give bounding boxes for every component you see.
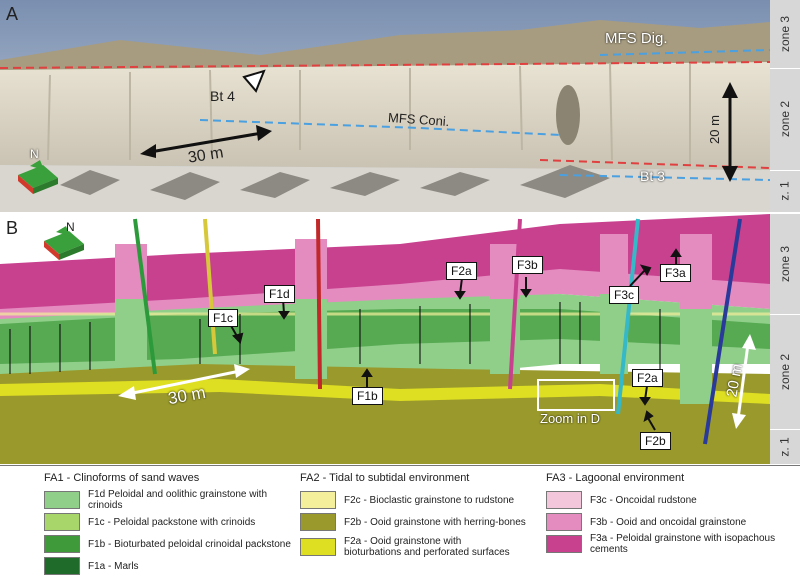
bt4-label: Bt 4 [210, 88, 235, 104]
north-arrow-icon-b [44, 226, 84, 260]
swatch-f2a [300, 538, 336, 556]
north-label: N [30, 147, 39, 161]
scale-arrow-vertical [722, 82, 738, 182]
panel-b-letter: B [6, 218, 19, 238]
facies-label-f3b: F3b [512, 256, 543, 274]
swatch-f1d [44, 491, 80, 509]
legend-item-f1a: F1a - Marls [44, 556, 294, 576]
facies-model [0, 214, 770, 464]
swatch-f2c [300, 491, 336, 509]
zone-bar-b: zone 3 zone 2 z. 1 [770, 214, 800, 465]
facies-label-f2a-top: F2a [446, 262, 477, 280]
swatch-f2b [300, 513, 336, 531]
swatch-f1b [44, 535, 80, 553]
scale-arrow-horizontal-b [118, 364, 250, 400]
zone-1: z. 1 [770, 170, 800, 213]
zone-bar-a: zone 3 zone 2 z. 1 [770, 0, 800, 213]
legend-item-f2c: F2c - Bioclastic grainstone to rudstone [300, 490, 530, 510]
legend-item-f2b: F2b - Ooid grainstone with herring-bones [300, 512, 530, 532]
facies-label-f3c: F3c [609, 286, 640, 304]
legend-fa1: FA1 - Clinoforms of sand waves F1d Peloi… [44, 472, 294, 578]
panel-a-photo: A MFS Dig. MFS Coni. Bt 4 Bt 3 30 m 20 m… [0, 0, 800, 213]
legend-fa1-title: FA1 - Clinoforms of sand waves [44, 472, 200, 484]
scale-arrow-vertical-b [732, 334, 756, 429]
legend-item-f3c: F3c - Oncoidal rudstone [546, 490, 796, 510]
facies-legend: FA1 - Clinoforms of sand waves F1d Peloi… [0, 465, 800, 584]
swatch-f3c [546, 491, 582, 509]
legend-item-f1d: F1d Peloidal and oolithic grainstone wit… [44, 489, 294, 511]
scale-arrow-horizontal [140, 125, 272, 158]
north-arrow-icon [18, 160, 58, 194]
swatch-f3a [546, 535, 582, 553]
swatch-f1c [44, 513, 80, 531]
north-label-b: N [66, 220, 75, 234]
facies-label-f1d: F1d [264, 285, 295, 303]
swatch-f3b [546, 513, 582, 531]
bt4-marker-icon [242, 69, 266, 93]
panel-a-letter: A [6, 4, 19, 24]
scale-20m-label: 20 m [706, 115, 722, 144]
legend-fa2-title: FA2 - Tidal to subtidal environment [300, 472, 470, 484]
panel-b-model: B N 30 m 20 m Zoom in D F1d F1c F1b F2a … [0, 214, 800, 465]
legend-fa2: FA2 - Tidal to subtidal environment F2c … [300, 472, 530, 562]
legend-item-f1b: F1b - Bioturbated peloidal crinoidal pac… [44, 534, 294, 554]
borehole-lines [133, 218, 742, 445]
facies-label-f2b: F2b [640, 432, 671, 450]
facies-label-f3a: F3a [660, 264, 691, 282]
zoom-label: Zoom in D [540, 411, 600, 426]
legend-item-f3b: F3b - Ooid and oncoidal grainstone [546, 512, 796, 532]
zone-2-b: zone 2 [770, 314, 800, 430]
zone-2: zone 2 [770, 68, 800, 171]
zone-3-b: zone 3 [770, 214, 800, 315]
zone-3: zone 3 [770, 0, 800, 69]
legend-item-f2a: F2a - Ooid grainstone with bioturbations… [300, 534, 530, 560]
legend-item-f1c: F1c - Peloidal packstone with crinoids [44, 512, 294, 532]
facies-label-f2a-right: F2a [632, 369, 663, 387]
facies-label-f1b: F1b [352, 387, 383, 405]
facies-label-f1c: F1c [208, 309, 239, 327]
outcrop-photo [0, 0, 770, 212]
bt3-label: Bt 3 [640, 168, 665, 184]
legend-fa3-title: FA3 - Lagoonal environment [546, 472, 685, 484]
legend-item-f3a: F3a - Peloidal grainstone with isopachou… [546, 533, 796, 555]
mfs-dig-label: MFS Dig. [605, 30, 668, 47]
zoom-box [537, 379, 615, 411]
legend-fa3: FA3 - Lagoonal environment F3c - Oncoida… [546, 472, 796, 556]
swatch-f1a [44, 557, 80, 575]
zone-1-b: z. 1 [770, 429, 800, 465]
